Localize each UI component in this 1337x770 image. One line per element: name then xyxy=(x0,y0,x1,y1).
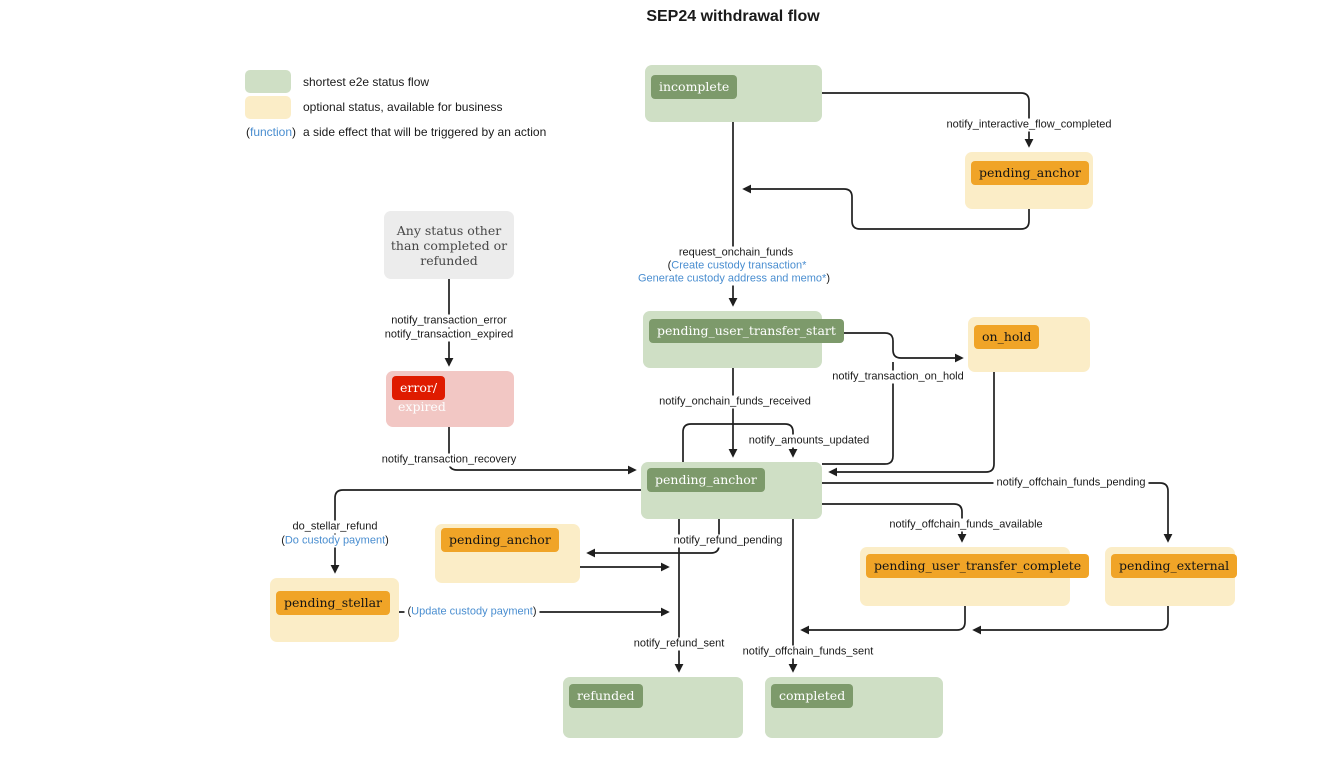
legend-function-token: (function) xyxy=(246,125,296,139)
edge-label-notify-interactive-flow-completed: notify_interactive_flow_completed xyxy=(943,118,1115,132)
paren-open: ( xyxy=(246,125,250,139)
edge-label-notify-refund-sent: notify_refund_sent xyxy=(630,637,728,651)
edge-label-notify-transaction-on-hold: notify_transaction_on_hold xyxy=(829,370,967,384)
node-pending-anchor-refund: pending_anchor xyxy=(435,524,580,583)
edge-label-create-custody-transaction: (Create custody transaction* xyxy=(664,259,810,273)
legend-swatch-green xyxy=(245,70,291,93)
node-pending-user-transfer-start-label: pending_user_transfer_start xyxy=(649,319,844,343)
edge-pending-anchor-top-return-to-flow xyxy=(742,184,1030,230)
any-status-line-1: Any status other xyxy=(396,223,502,238)
edge-label-request-onchain-funds: request_onchain_funds xyxy=(675,246,797,260)
side-effect-do-custody-payment: Do custody payment xyxy=(284,534,386,547)
node-pending-anchor: pending_anchor xyxy=(641,462,822,519)
node-expired-label: expired xyxy=(398,399,446,414)
edge-label-notify-onchain-funds-received: notify_onchain_funds_received xyxy=(656,395,814,409)
node-pending-external-label: pending_external xyxy=(1111,554,1238,578)
node-completed: completed xyxy=(765,677,943,738)
edge-pending-user-transfer-complete-to-completed-line xyxy=(800,606,966,635)
node-error-expired: error/ expired xyxy=(386,371,514,427)
paren-close: ) xyxy=(385,534,389,547)
node-any-status: Any status other than completed or refun… xyxy=(384,211,514,279)
node-pending-stellar: pending_stellar xyxy=(270,578,399,642)
edge-label-update-custody-payment: (Update custody payment) xyxy=(404,605,540,619)
edge-label-notify-refund-pending: notify_refund_pending xyxy=(670,534,786,548)
node-completed-label: completed xyxy=(771,684,854,708)
edge-label-generate-custody-address: Generate custody address and memo*) xyxy=(635,272,833,286)
legend-label-optional-status: optional status, available for business xyxy=(303,100,503,114)
paren-open: ( xyxy=(407,605,412,618)
edge-pending-anchor-to-pending-stellar xyxy=(330,489,641,574)
edge-label-notify-offchain-funds-available: notify_offchain_funds_available xyxy=(886,518,1046,532)
edge-pending-anchor-to-pending-user-transfer-complete xyxy=(822,503,967,543)
edge-label-notify-transaction-error: notify_transaction_error xyxy=(388,314,510,328)
side-effect-create-custody-transaction: Create custody transaction* xyxy=(671,259,807,272)
node-on-hold: on_hold xyxy=(968,317,1090,372)
edge-label-notify-offchain-funds-pending: notify_offchain_funds_pending xyxy=(993,476,1149,490)
node-error-label: error/ xyxy=(392,376,446,400)
diagram-title: SEP24 withdrawal flow xyxy=(646,8,820,25)
edge-label-notify-amounts-updated: notify_amounts_updated xyxy=(745,434,873,448)
any-status-line-3: refunded xyxy=(420,253,478,268)
legend-function-word: function xyxy=(250,125,293,139)
node-refunded: refunded xyxy=(563,677,743,738)
edge-pending-external-to-completed-line xyxy=(972,606,1169,635)
edge-pending-anchor-to-on-hold xyxy=(822,362,894,465)
node-pending-anchor-top: pending_anchor xyxy=(965,152,1093,209)
side-effect-update-custody-payment: Update custody payment xyxy=(411,605,533,618)
edge-label-do-custody-payment: (Do custody payment) xyxy=(278,534,392,548)
edge-label-notify-offchain-funds-sent: notify_offchain_funds_sent xyxy=(739,645,877,659)
legend-swatch-yellow xyxy=(245,96,291,119)
paren-open: ( xyxy=(667,259,672,272)
any-status-line-2: than completed or xyxy=(390,238,508,253)
node-incomplete-label: incomplete xyxy=(651,75,738,99)
node-pending-user-transfer-complete: pending_user_transfer_complete xyxy=(860,547,1090,606)
paren-close: ) xyxy=(292,125,297,139)
node-pending-anchor-label: pending_anchor xyxy=(647,468,765,492)
node-refunded-label: refunded xyxy=(569,684,643,708)
node-pending-external: pending_external xyxy=(1105,547,1238,606)
legend-label-side-effect: a side effect that will be triggered by … xyxy=(303,125,547,139)
side-effect-generate-custody-address: Generate custody address and memo* xyxy=(638,272,827,285)
node-any-status-text: Any status other than completed or refun… xyxy=(384,223,514,268)
paren-close: ) xyxy=(826,272,830,285)
edge-pending-user-transfer-start-to-on-hold xyxy=(822,332,964,363)
edge-pending-anchor-self-loop-amounts-updated xyxy=(682,423,798,462)
edge-pending-anchor-to-pending-external xyxy=(822,482,1173,543)
edge-incomplete-to-pending-anchor-top xyxy=(822,92,1034,148)
edge-label-notify-transaction-expired: notify_transaction_expired xyxy=(381,328,517,342)
edge-on-hold-to-pending-anchor xyxy=(828,372,995,477)
node-pending-user-transfer-start: pending_user_transfer_start xyxy=(643,311,844,368)
paren-close: ) xyxy=(532,605,537,618)
node-pending-anchor-top-label: pending_anchor xyxy=(971,161,1089,185)
paren-open: ( xyxy=(281,534,285,547)
edge-label-do-stellar-refund: do_stellar_refund xyxy=(289,520,381,534)
legend-label-shortest-flow: shortest e2e status flow xyxy=(303,75,430,89)
node-incomplete: incomplete xyxy=(645,65,822,122)
node-pending-user-transfer-complete-label: pending_user_transfer_complete xyxy=(866,554,1090,578)
edge-label-notify-transaction-recovery: notify_transaction_recovery xyxy=(378,453,520,467)
node-pending-anchor-refund-label: pending_anchor xyxy=(441,528,559,552)
node-pending-stellar-label: pending_stellar xyxy=(276,591,391,615)
node-on-hold-label: on_hold xyxy=(974,325,1040,349)
